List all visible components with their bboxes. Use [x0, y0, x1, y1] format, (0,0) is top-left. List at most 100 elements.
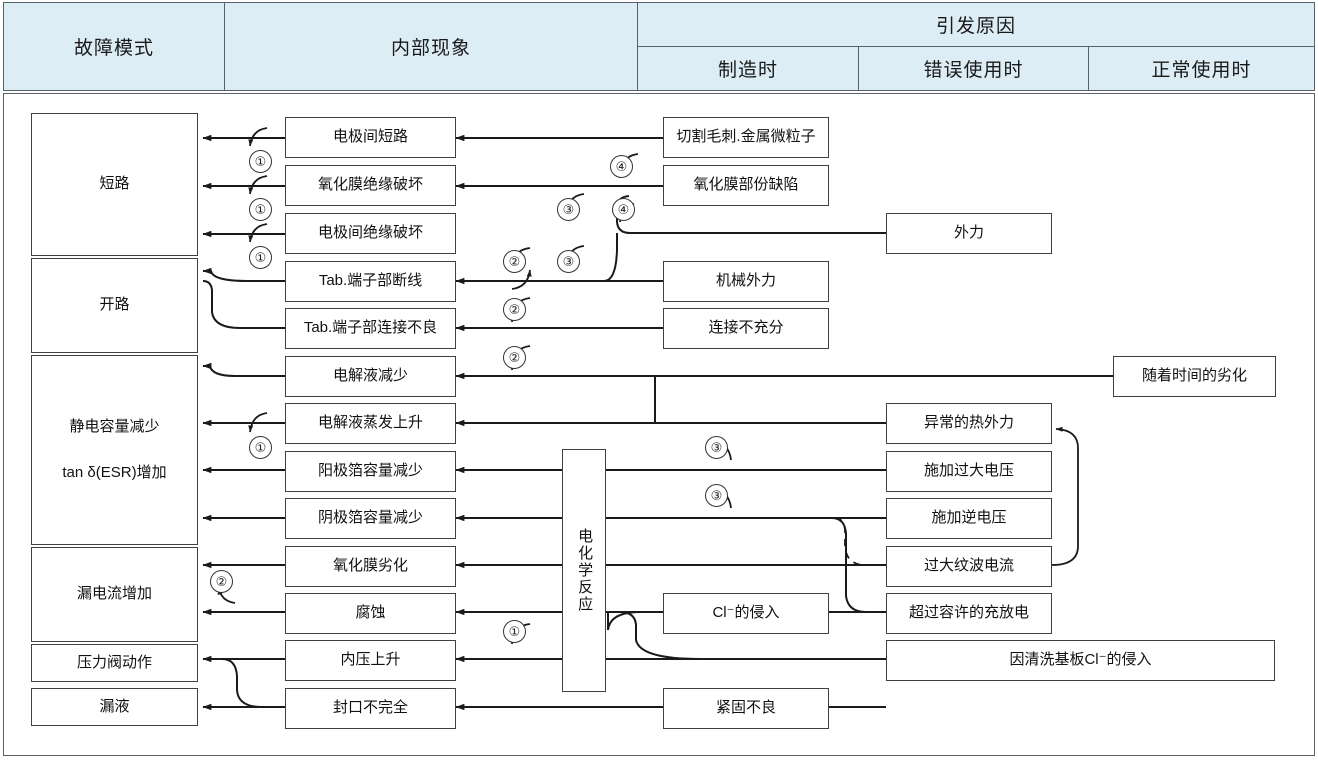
cause-label: 施加过大电压	[923, 462, 1014, 480]
cause-box-manufacturing-3[interactable]: 机械外力	[663, 261, 829, 302]
header-cell-causes-group: 引发原因	[637, 2, 1315, 47]
branch-marker-label: ③	[710, 487, 723, 503]
cause-box-manufacturing-5[interactable]: 紧固不良	[663, 688, 829, 729]
cause-label: 氧化膜部份缺陷	[693, 176, 799, 194]
phenomenon-label: 阴极箔容量减少	[317, 509, 423, 527]
phenomenon-label: Tab.端子部连接不良	[303, 319, 438, 337]
phenomenon-box-5[interactable]: Tab.端子部连接不良	[285, 308, 456, 349]
branch-marker-label: ③	[562, 201, 575, 217]
phenomenon-box-13[interactable]: 封口不完全	[285, 688, 456, 729]
branch-marker-label: ①	[254, 439, 267, 455]
phenomenon-label: 电极间短路	[332, 128, 408, 146]
header-label-internal-phenomena: 内部现象	[390, 38, 471, 59]
header-label-misuse: 错误使用时	[923, 60, 1024, 81]
phenomenon-label: Tab.端子部断线	[318, 272, 423, 290]
phenomenon-label: 内压上升	[340, 651, 401, 669]
phenomenon-box-12[interactable]: 内压上升	[285, 640, 456, 681]
failure-mode-box-open[interactable]: 开路	[31, 258, 198, 353]
header-cell-cause-misuse: 错误使用时	[858, 46, 1089, 91]
branch-marker-label: ①	[254, 249, 267, 265]
phenomenon-box-7[interactable]: 电解液蒸发上升	[285, 403, 456, 444]
phenomenon-label: 阳极箔容量减少	[317, 462, 423, 480]
electrochemical-reaction-label: 电化学反应	[576, 528, 594, 613]
branch-marker-4: ①	[249, 436, 272, 459]
failure-mode-label: 漏电流增加	[76, 585, 152, 603]
phenomenon-label: 电极间绝缘破坏	[317, 224, 423, 242]
phenomenon-label: 电解液蒸发上升	[317, 414, 423, 432]
phenomenon-box-3[interactable]: 电极间绝缘破坏	[285, 213, 456, 254]
branch-marker-3: ①	[249, 246, 272, 269]
failure-mode-sublabel: tan δ(ESR)增加	[62, 464, 167, 481]
cause-box-manufacturing-4[interactable]: 连接不充分	[663, 308, 829, 349]
branch-marker-7: ③	[557, 250, 580, 273]
cause-box-normal-aging[interactable]: 随着时间的劣化	[1113, 356, 1276, 397]
phenomenon-box-2[interactable]: 氧化膜绝缘破坏	[285, 165, 456, 206]
branch-marker-15: ①	[503, 620, 526, 643]
phenomenon-box-11[interactable]: 腐蚀	[285, 593, 456, 634]
branch-marker-9: ②	[503, 298, 526, 321]
failure-mode-label: 开路	[99, 296, 130, 314]
cause-box-manufacturing-1[interactable]: 切割毛刺.金属微粒子	[663, 117, 829, 158]
cause-label: 过大纹波电流	[923, 557, 1014, 575]
cause-box-misuse-external-force[interactable]: 外力	[886, 213, 1052, 254]
cause-label: Cl⁻的侵入	[712, 604, 780, 622]
cause-label: 紧固不良	[715, 699, 776, 717]
branch-marker-label: ①	[508, 623, 521, 639]
header-cell-cause-normal: 正常使用时	[1088, 46, 1315, 91]
cause-label: 连接不充分	[708, 319, 784, 337]
phenomenon-box-4[interactable]: Tab.端子部断线	[285, 261, 456, 302]
phenomenon-box-8[interactable]: 阳极箔容量减少	[285, 451, 456, 492]
failure-mode-box-short[interactable]: 短路	[31, 113, 198, 256]
branch-marker-label: ①	[254, 153, 267, 169]
phenomenon-label: 氧化膜劣化	[332, 557, 408, 575]
cause-box-misuse-overvoltage[interactable]: 施加过大电压	[886, 451, 1052, 492]
cause-box-misuse-reverse-voltage[interactable]: 施加逆电压	[886, 498, 1052, 539]
phenomenon-label: 腐蚀	[355, 604, 386, 622]
cause-box-misuse-board-cleaning-chloride[interactable]: 因清洗基板Cl⁻的侵入	[886, 640, 1275, 681]
failure-mode-box-capacitance[interactable]: 静电容量减少 tan δ(ESR)增加	[31, 355, 198, 545]
phenomenon-box-6[interactable]: 电解液减少	[285, 356, 456, 397]
header-cell-cause-manufacturing: 制造时	[637, 46, 859, 91]
phenomenon-label: 封口不完全	[332, 699, 408, 717]
branch-marker-10: ②	[503, 346, 526, 369]
cause-box-misuse-ripple-current[interactable]: 过大纹波电流	[886, 546, 1052, 587]
cause-box-manufacturing-2[interactable]: 氧化膜部份缺陷	[663, 165, 829, 206]
header-cell-internal-phenomena: 内部现象	[224, 2, 638, 91]
header-cell-failure-mode: 故障模式	[3, 2, 225, 91]
failure-mode-label: 压力阀动作	[76, 653, 152, 671]
cause-label: 异常的热外力	[923, 414, 1014, 432]
branch-marker-12: ④	[612, 198, 635, 221]
phenomenon-box-9[interactable]: 阴极箔容量减少	[285, 498, 456, 539]
failure-mode-box-liquid-leak[interactable]: 漏液	[31, 688, 198, 726]
branch-marker-label: ③	[710, 439, 723, 455]
header-label-manufacturing: 制造时	[717, 60, 778, 81]
cause-label: 因清洗基板Cl⁻的侵入	[1009, 651, 1152, 669]
failure-mode-box-pressure-valve[interactable]: 压力阀动作	[31, 644, 198, 682]
failure-mode-box-leakage-current[interactable]: 漏电流增加	[31, 547, 198, 642]
branch-marker-label: ④	[617, 201, 630, 217]
branch-marker-11: ④	[610, 155, 633, 178]
branch-marker-label: ②	[215, 573, 228, 589]
cause-box-misuse-chloride-ingress[interactable]: Cl⁻的侵入	[663, 593, 829, 634]
branch-marker-1: ①	[249, 150, 272, 173]
phenomenon-label: 电解液减少	[332, 367, 408, 385]
failure-mode-label: 漏液	[99, 697, 130, 715]
failure-mode-label: 静电容量减少	[69, 417, 160, 435]
phenomenon-box-1[interactable]: 电极间短路	[285, 117, 456, 158]
branch-marker-6: ②	[503, 250, 526, 273]
header-label-failure-mode: 故障模式	[73, 38, 154, 59]
branch-marker-label: ②	[508, 349, 521, 365]
cause-box-misuse-overcharge[interactable]: 超过容许的充放电	[886, 593, 1052, 634]
cause-box-misuse-abnormal-heat[interactable]: 异常的热外力	[886, 403, 1052, 444]
branch-marker-label: ②	[508, 253, 521, 269]
phenomenon-box-10[interactable]: 氧化膜劣化	[285, 546, 456, 587]
electrochemical-reaction-box[interactable]: 电化学反应	[562, 449, 606, 692]
branch-marker-5: ②	[210, 570, 233, 593]
header-label-normal: 正常使用时	[1151, 60, 1252, 81]
cause-label: 超过容许的充放电	[908, 604, 1029, 622]
branch-marker-14: ③	[705, 484, 728, 507]
cause-label: 外力	[953, 224, 984, 242]
failure-mode-label: 短路	[99, 175, 130, 193]
cause-label: 施加逆电压	[931, 509, 1007, 527]
